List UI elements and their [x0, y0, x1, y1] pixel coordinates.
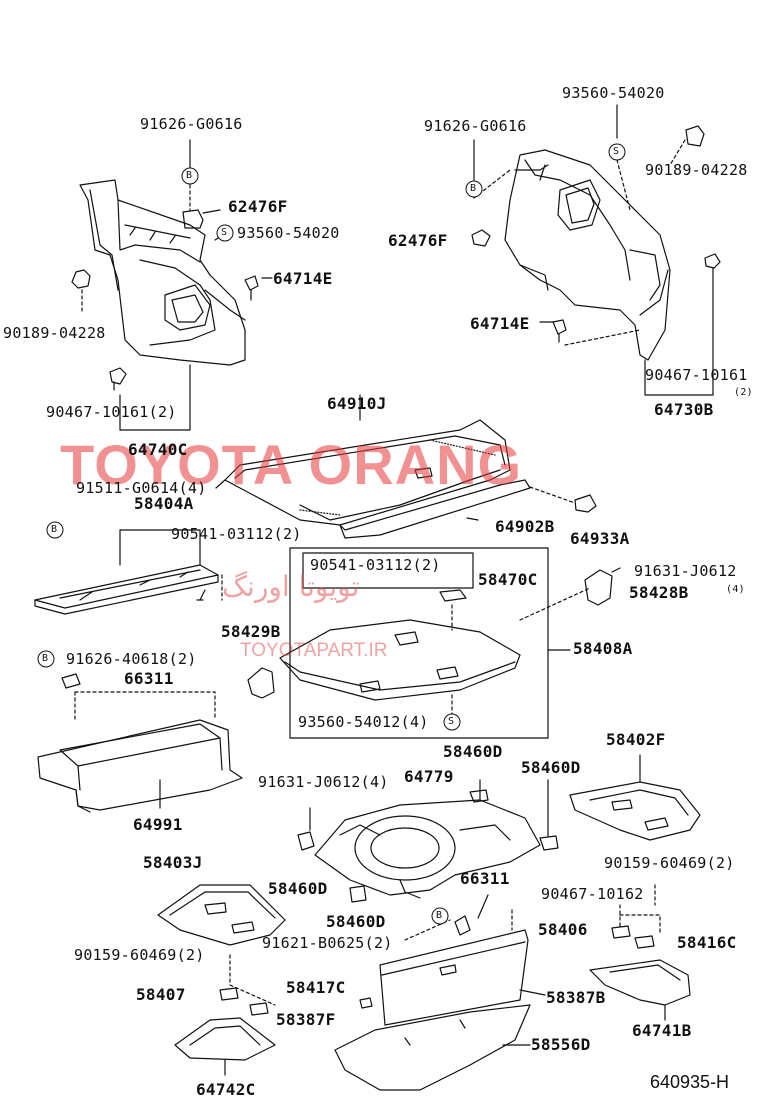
label-58556d: 58556D: [531, 1035, 591, 1054]
label-91511-g0614: 91511-G0614(4): [76, 479, 207, 497]
tonneau-cover-drawing: [215, 394, 597, 539]
label-62476f-right: 62476F: [388, 231, 448, 250]
spare-tire-cover-64779-drawing: [297, 779, 559, 903]
label-62476f-left: 62476F: [228, 197, 288, 216]
label-90467-qty-right: (2): [734, 387, 753, 398]
marker-s-floor: S: [448, 716, 455, 727]
label-58407: 58407: [136, 985, 186, 1004]
diagram-id: 640935-H: [650, 1072, 730, 1092]
label-58416c: 58416C: [677, 933, 737, 952]
label-64902b: 64902B: [495, 517, 555, 536]
label-64742c: 64742C: [196, 1080, 256, 1099]
label-64741b: 64741B: [632, 1021, 692, 1040]
marker-s-left: S: [221, 227, 228, 238]
label-93560-54020-left: 93560-54020: [237, 224, 340, 242]
label-91631-j0612-a: 91631-J0612: [634, 562, 737, 580]
label-91626-g0616-right: 91626-G0616: [424, 117, 527, 135]
label-90159-60469-right: 90159-60469(2): [604, 854, 735, 872]
label-58417c: 58417C: [286, 978, 346, 997]
label-58387b: 58387B: [546, 988, 606, 1007]
label-91626-g0616-left: 91626-G0616: [140, 115, 243, 133]
label-90541-03112-b: 90541-03112(2): [310, 556, 441, 574]
label-64740c: 64740C: [128, 440, 188, 459]
label-90189-04228-left: 90189-04228: [3, 324, 106, 342]
label-64779: 64779: [404, 767, 454, 786]
label-64714e-right: 64714E: [470, 314, 530, 333]
label-58428b: 58428B: [629, 583, 689, 602]
marker-b-lower: B: [436, 910, 443, 921]
label-64730b: 64730B: [654, 400, 714, 419]
label-58402f: 58402F: [606, 730, 666, 749]
label-58470c: 58470C: [478, 570, 538, 589]
label-58408a: 58408A: [573, 639, 633, 658]
watermark-main: TOYOTA ORANG: [60, 433, 523, 496]
label-90189-04228-right: 90189-04228: [645, 161, 748, 179]
lower-parts-drawing: [174, 884, 691, 1091]
label-64910j: 64910J: [327, 394, 387, 413]
watermark-persian: تويوتا اورنگ: [222, 570, 360, 603]
label-90467-10162: 90467-10162: [541, 885, 644, 903]
marker-b-left: B: [186, 170, 193, 181]
deck-board-58404a-drawing: [34, 529, 223, 615]
label-58406: 58406: [538, 920, 588, 939]
label-90467-10161-left: 90467-10161(2): [46, 403, 177, 421]
label-64933a: 64933A: [570, 529, 630, 548]
label-91621-b0625: 91621-B0625(2): [262, 934, 393, 952]
brackets-58428b-58429b: [247, 567, 621, 699]
label-64714e-left: 64714E: [273, 269, 333, 288]
label-58460d-a: 58460D: [443, 742, 503, 761]
left-quarter-trim-drawing: [71, 139, 273, 431]
label-58460d-c: 58460D: [268, 879, 328, 898]
group-box-58408a: [289, 547, 571, 739]
right-quarter-trim-drawing: [471, 104, 721, 396]
label-58387f: 58387F: [276, 1010, 336, 1029]
label-91631-qty: (4): [726, 584, 745, 595]
label-58460d-b: 58460D: [521, 758, 581, 777]
panel-58403j-drawing: [157, 884, 286, 946]
label-91631-j0612-b: 91631-J0612(4): [258, 773, 389, 791]
label-58404a: 58404A: [134, 494, 194, 513]
watermark-url: TOYOTAPART.IR: [240, 640, 388, 661]
label-91626-40618: 91626-40618(2): [66, 650, 197, 668]
label-64991: 64991: [133, 815, 183, 834]
marker-s-right: S: [613, 146, 620, 157]
marker-b-deck: B: [51, 524, 58, 535]
label-58403j: 58403J: [143, 853, 203, 872]
panel-58402f-drawing: [569, 754, 701, 841]
label-66311-b: 66311: [460, 869, 510, 888]
label-66311-a: 66311: [124, 669, 174, 688]
storage-box-64991-drawing: [37, 673, 243, 813]
reference-markers: [37, 143, 626, 925]
label-93560-54012: 93560-54012(4): [298, 713, 429, 731]
label-58429b: 58429B: [221, 622, 281, 641]
label-58460d-d: 58460D: [326, 912, 386, 931]
marker-b-right: B: [470, 183, 477, 194]
label-93560-54020-right: 93560-54020: [562, 84, 665, 102]
label-90159-60469-left: 90159-60469(2): [74, 946, 205, 964]
marker-b-box: B: [42, 653, 49, 664]
label-90467-10161-right: 90467-10161: [645, 366, 748, 384]
floor-board-58408a-drawing: [279, 587, 591, 716]
label-90541-03112-a: 90541-03112(2): [171, 525, 302, 543]
